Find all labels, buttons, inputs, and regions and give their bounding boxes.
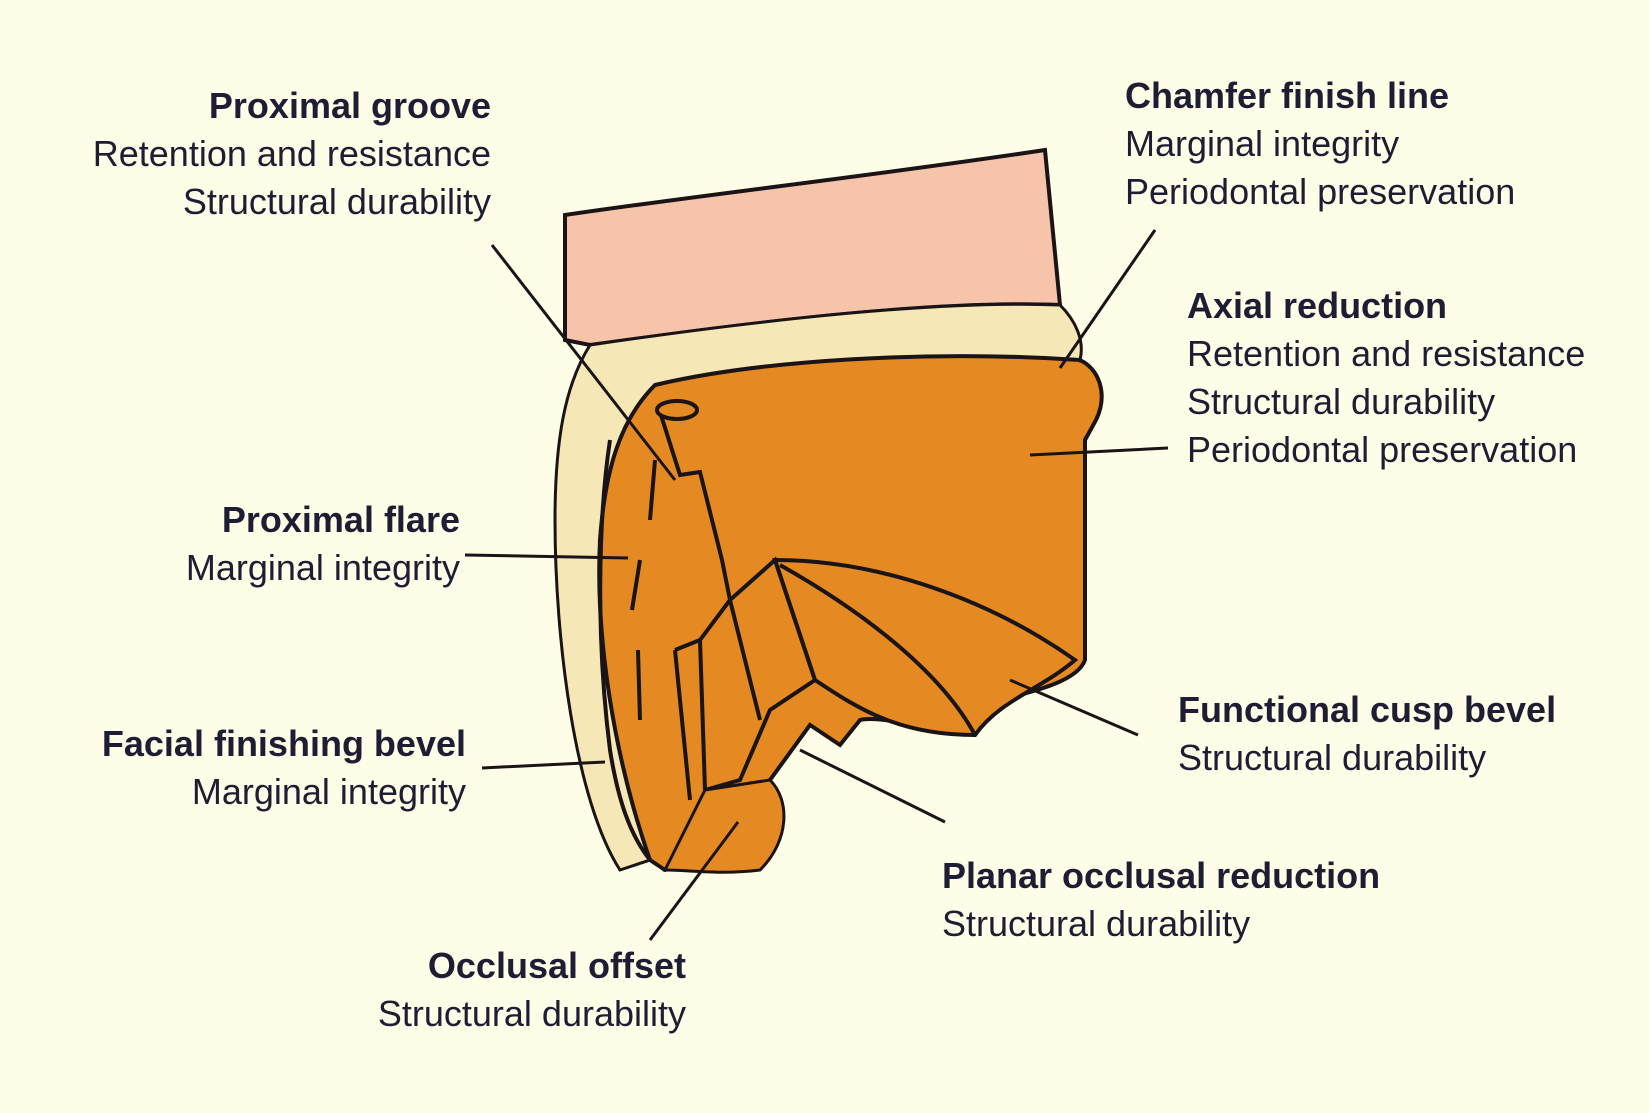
label-proximal-flare: Proximal flare Marginal integrity xyxy=(186,496,460,592)
label-proximal-flare-title: Proximal flare xyxy=(221,499,460,540)
bevel-curve xyxy=(779,563,977,736)
label-planar-occlusal-reduction: Planar occlusal reduction Structural dur… xyxy=(942,852,1380,948)
label-axial-reduction-title: Axial reduction xyxy=(1187,285,1448,326)
leader-proximal-flare xyxy=(464,553,629,560)
label-functional-cusp-bevel: Functional cusp bevel Structural durabil… xyxy=(1178,686,1556,782)
label-chamfer-finish-line: Chamfer finish line Marginal integrity P… xyxy=(1125,72,1515,216)
planar-occlusal-edges xyxy=(673,556,818,801)
label-axial-reduction-line-2: Structural durability xyxy=(1187,381,1496,422)
functional-cusp-bevel-face xyxy=(772,557,1079,738)
label-facial-finishing-bevel-line-1: Marginal integrity xyxy=(191,771,466,812)
label-proximal-groove-title: Proximal groove xyxy=(208,85,491,126)
leader-chamfer-finish-line xyxy=(1058,229,1157,369)
facial-bevel-edge xyxy=(598,439,652,862)
label-planar-occlusal-reduction-line-1: Structural durability xyxy=(942,903,1251,944)
proximal-flare-dashes xyxy=(630,459,657,721)
label-facial-finishing-bevel: Facial finishing bevel Marginal integrit… xyxy=(102,720,466,816)
leader-occlusal-offset xyxy=(648,821,740,941)
label-chamfer-finish-line-line-1: Marginal integrity xyxy=(1125,123,1400,164)
label-occlusal-offset: Occlusal offset Structural durability xyxy=(378,942,686,1038)
label-chamfer-finish-line-line-2: Periodontal preservation xyxy=(1125,171,1516,212)
label-facial-finishing-bevel-title: Facial finishing bevel xyxy=(101,723,466,764)
label-functional-cusp-bevel-line-1: Structural durability xyxy=(1178,737,1487,778)
label-occlusal-offset-line-1: Structural durability xyxy=(377,993,686,1034)
proximal-groove-opening xyxy=(655,399,699,421)
label-planar-occlusal-reduction-title: Planar occlusal reduction xyxy=(942,855,1381,896)
leader-planar-occlusal-reduction xyxy=(799,748,946,824)
label-axial-reduction-line-1: Retention and resistance xyxy=(1187,333,1586,374)
label-proximal-groove-line-1: Retention and resistance xyxy=(92,133,491,174)
leader-functional-cusp-bevel xyxy=(1009,678,1139,737)
label-proximal-groove-line-2: Structural durability xyxy=(182,181,491,222)
label-functional-cusp-bevel-title: Functional cusp bevel xyxy=(1178,689,1557,730)
leader-proximal-groove xyxy=(490,244,677,481)
leader-axial-reduction xyxy=(1029,446,1169,457)
occlusal-offset-face xyxy=(662,778,786,874)
axial-bulge xyxy=(1079,358,1104,441)
leader-facial-finishing-bevel xyxy=(481,760,606,770)
label-proximal-groove: Proximal groove Retention and resistance… xyxy=(93,82,491,226)
label-chamfer-finish-line-title: Chamfer finish line xyxy=(1125,75,1450,116)
label-axial-reduction: Axial reduction Retention and resistance… xyxy=(1187,282,1585,474)
label-occlusal-offset-title: Occlusal offset xyxy=(427,945,686,986)
label-proximal-flare-line-1: Marginal integrity xyxy=(185,547,460,588)
label-axial-reduction-line-3: Periodontal preservation xyxy=(1187,429,1578,470)
